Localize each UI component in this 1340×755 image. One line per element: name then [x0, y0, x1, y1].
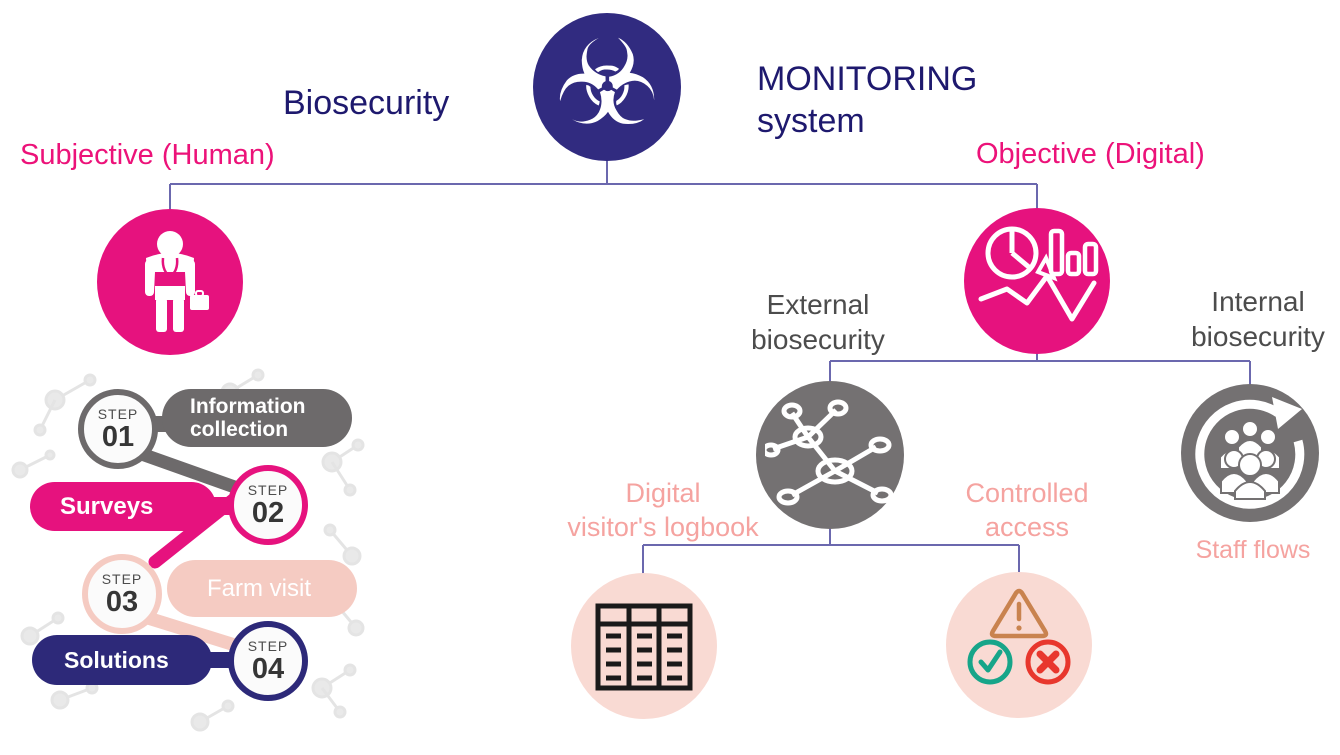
- step4-number: 04: [251, 652, 285, 685]
- internal-biosecurity-label: Internal biosecurity: [1148, 284, 1340, 354]
- doctor-icon: [145, 231, 209, 332]
- cross-circle-icon: [1025, 639, 1071, 685]
- controlled-access-icon: [967, 588, 1071, 685]
- step3-badge: STEP 03: [82, 554, 162, 634]
- step2-word: STEP: [247, 481, 289, 498]
- check-circle-icon: [967, 639, 1013, 685]
- digital-logbook-line2: visitor's logbook: [567, 512, 759, 542]
- step1-pill: Information collection: [162, 389, 352, 447]
- analytics-icon: [978, 226, 1099, 322]
- controlled-access-node: [946, 572, 1092, 718]
- monitoring-title-line1: MONITORING: [757, 60, 978, 98]
- step1-number: 01: [101, 420, 135, 453]
- internal-label-line1: Internal: [1211, 286, 1305, 317]
- step1-label-line1: Information: [190, 395, 306, 418]
- external-label-line1: External: [766, 289, 870, 320]
- step-connector-tails: [129, 416, 250, 668]
- step3-number: 03: [105, 585, 139, 618]
- staff-cycle-icon: [1195, 397, 1305, 509]
- step1-word: STEP: [97, 405, 139, 422]
- step2-number: 02: [251, 496, 285, 529]
- biosecurity-title: Biosecurity: [283, 84, 450, 122]
- step4-badge: STEP 04: [228, 621, 308, 701]
- step3-pill: Farm visit: [167, 560, 357, 617]
- network-icon: [765, 399, 894, 506]
- objective-branch-label: Objective (Digital): [976, 138, 1205, 170]
- biohazard-root-node: ☣: [533, 13, 681, 161]
- step2-badge: STEP 02: [228, 465, 308, 545]
- monitoring-title: MONITORING system: [757, 58, 977, 142]
- internal-biosecurity-node: [1181, 384, 1319, 522]
- step3-label: Farm visit: [207, 574, 311, 602]
- digital-logbook-label: Digital visitor's logbook: [553, 476, 773, 544]
- digital-logbook-line1: Digital: [625, 478, 701, 508]
- staff-flows-label: Staff flows: [1195, 536, 1311, 564]
- table-register-icon: [595, 603, 693, 691]
- step4-label: Solutions: [64, 646, 169, 673]
- step1-badge: STEP 01: [78, 389, 158, 469]
- external-biosecurity-label: External biosecurity: [708, 287, 928, 357]
- external-label-line2: biosecurity: [751, 324, 885, 355]
- controlled-access-line1: Controlled: [965, 478, 1089, 508]
- cycle-arrowhead: [1272, 397, 1302, 429]
- subjective-branch-label: Subjective (Human): [20, 139, 275, 171]
- biohazard-icon: ☣: [554, 14, 660, 152]
- monitoring-title-line2: system: [757, 102, 865, 140]
- controlled-access-label: Controlled access: [917, 476, 1137, 544]
- controlled-access-line2: access: [984, 512, 1070, 542]
- digital-node: [964, 208, 1110, 354]
- step3-word: STEP: [101, 570, 143, 587]
- external-biosecurity-node: [756, 381, 904, 529]
- step4-word: STEP: [247, 637, 289, 654]
- tree-connectors: [169, 160, 1251, 575]
- internal-label-line2: biosecurity: [1191, 321, 1325, 352]
- warning-triangle-icon: [989, 588, 1049, 639]
- human-node: [97, 209, 243, 355]
- step2-pill: Surveys: [30, 482, 216, 531]
- step4-pill: Solutions: [32, 635, 212, 685]
- step1-label-line2: collection: [190, 418, 289, 441]
- step2-label: Surveys: [60, 492, 154, 520]
- digital-logbook-node: [571, 573, 717, 719]
- molecule-decoration: [11, 368, 365, 732]
